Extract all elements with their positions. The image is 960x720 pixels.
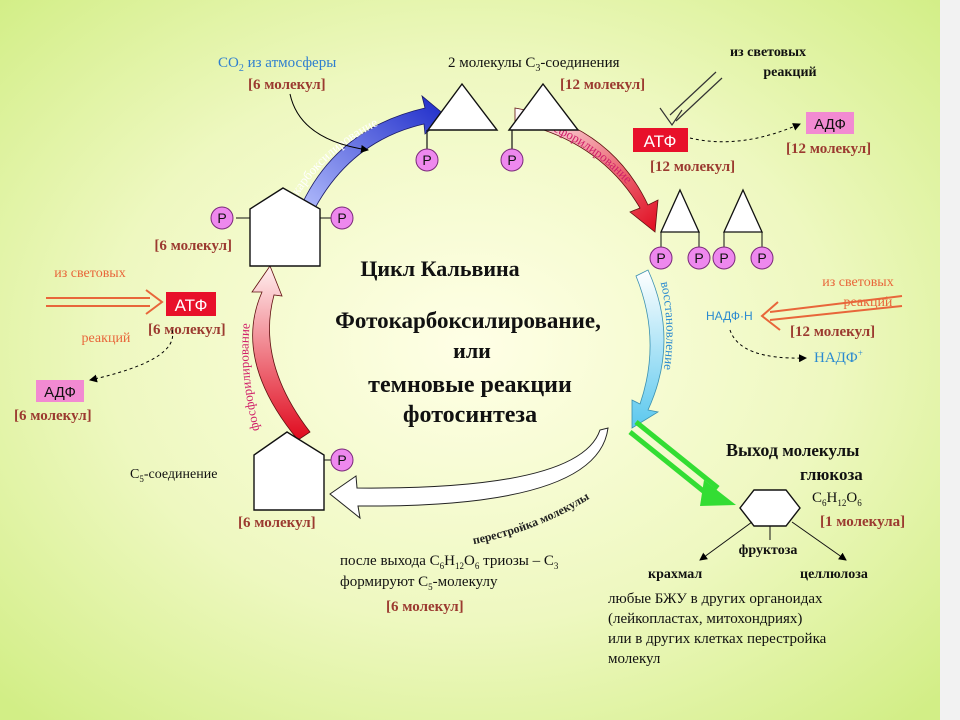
adf-left-label: АДФ [44,384,76,401]
phosphate-label: Р [217,210,226,226]
glucose-hexagon [739,489,801,527]
phosphate-circle: Р [649,246,673,270]
c3-triangle-2 [507,82,580,131]
title-line3: или [453,338,491,363]
center-title: Цикл Кальвина Фотокарбоксилирование, или… [335,256,601,428]
phosphate-label: Р [694,250,703,266]
glucose-output: Выход молекулы глюкоза С6Н12О6 [1 молеку… [648,440,905,582]
glucose-formula: С6Н12О6 [812,490,862,508]
phosphate-circle: Р [210,206,234,230]
right-margin [940,0,960,720]
atf-left-count: [6 молекул] [148,322,226,338]
c5-count: [6 молекул] [238,515,316,531]
light-top-line2: реакций [763,65,816,80]
phosphate-label: Р [757,250,766,266]
phosphate-label: Р [507,152,516,168]
co2-input: CO2 из атмосферы [6 молекул] [218,55,369,153]
adf-right-box [806,112,854,134]
phosphate-label: Р [656,250,665,266]
nadph-label: НАДФ·Н [706,309,753,323]
glucose-exit-arrow [628,420,736,506]
atf-left-label: АТФ [175,296,208,315]
adf-left: АДФ [6 молекул] [14,380,92,424]
cellulose-label: целлюлоза [800,567,868,582]
adf-left-box [36,380,84,402]
phosphate-label: Р [337,210,346,226]
light-input-right: из световых реакций НАДФ·Н [12 молекул] … [706,275,903,366]
glucose-word: глюкоза [800,465,863,484]
bottom-note-line2: формируют С5-молекулу [340,574,498,592]
adf-left-count: [6 молекул] [14,408,92,424]
phosphate-circle: Р [750,246,774,270]
co2-label: CO2 из атмосферы [218,55,336,74]
light-input-left: из световых реакций [46,266,164,346]
adf-right: АДФ [12 молекул] [786,112,871,157]
phosphate-label: Р [719,250,728,266]
rearrangement-arrow [329,427,609,520]
right-note-line1: любые БЖУ в других органоидах [608,591,823,607]
pentagon-top [249,187,321,267]
title-line5: фотосинтеза [403,402,537,428]
pentagon-bottom [253,431,325,511]
c3-triangle-1 [426,82,499,131]
bottom-note: после выхода С6Н12О6 триозы – С3 формиру… [340,553,559,615]
light-input-top: из световых реакций [659,45,817,127]
atf-right: АТФ [12 молекул] [633,123,801,175]
right-note-line3: или в других клетках перестройка [608,631,827,647]
adf-right-label: АДФ [814,116,846,133]
phosphate-circle: Р [415,148,439,172]
glucose-count: [1 молекула] [820,514,905,530]
c5-compound: С5-соединение [6 молекул] [130,431,336,531]
phosphate-label: Р [422,152,431,168]
c3-molecules: 2 молекулы С3-соединения [12 молекул] [426,55,645,150]
fructose-label: фруктоза [739,543,798,558]
c3-count: [12 молекул] [560,77,645,93]
phosphate-circle: Р [687,246,711,270]
title-line1: Цикл Кальвина [360,256,519,281]
phosphate-circle: Р [330,448,354,472]
atf-left: АТФ [6 молекул] [89,292,226,383]
light-top-line1: из световых [730,45,806,60]
ribulose-count: [6 молекул] [154,238,232,254]
light-left-line1: из световых [54,266,125,281]
light-right-line1: из световых [822,275,893,290]
title-line2: Фотокарбоксилирование, [335,308,601,333]
glucose-exit-label: Выход молекулы [726,440,859,460]
phosphate-circle: Р [712,246,736,270]
ribulose-bisphosphate: [6 молекул] [154,187,334,267]
adf-right-count: [12 молекул] [786,141,871,157]
bottom-note-count: [6 молекул] [386,599,464,615]
atf-left-box [166,292,216,316]
bottom-note-line1: после выхода С6Н12О6 триозы – С3 [340,553,559,571]
right-note: любые БЖУ в других органоидах (лейкоплас… [608,591,827,667]
phosphate-circle: Р [330,206,354,230]
starch-label: крахмал [648,567,702,582]
phosphate-label: Р [337,452,346,468]
light-left-line2: реакций [82,331,131,346]
atf-right-count: [12 молекул] [650,159,735,175]
atf-right-label: АТФ [644,132,677,151]
c5-label: С5-соединение [130,467,217,484]
right-note-line2: (лейкопластах, митохондриях) [608,611,802,627]
phosphate-circle: Р [500,148,524,172]
nadp-label: НАДФ+ [814,348,863,366]
title-line4: темновые реакции [368,372,572,398]
right-note-line4: молекул [608,651,661,667]
reduction-arrow [631,269,665,429]
c3-label: 2 молекулы С3-соединения [448,55,620,74]
nadph-count: [12 молекул] [790,324,875,340]
atf-right-box [633,128,688,152]
co2-count: [6 молекул] [248,77,326,93]
